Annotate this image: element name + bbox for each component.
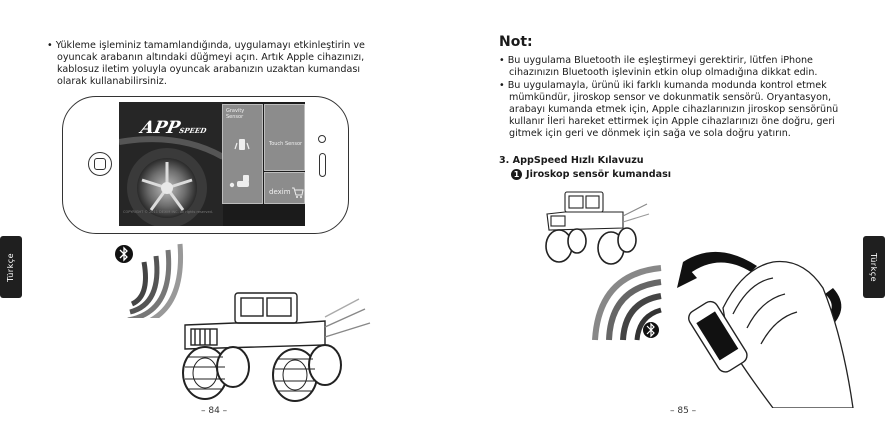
iphone-illustration: APPSPEED Gravity Sensor Touch Sensor dex… (62, 96, 349, 234)
shop-tile[interactable]: dexim (264, 172, 305, 204)
section-title: 3. AppSpeed Hızlı Kılavuzu (499, 155, 644, 166)
phone-in-hand-icon (688, 300, 748, 373)
note-bullet-modes: • Bu uygulamayla, ürünü iki farklı kuman… (499, 80, 839, 139)
app-screen: APPSPEED Gravity Sensor Touch Sensor dex… (119, 102, 305, 226)
language-tab: Türkçe (863, 236, 885, 298)
small-truck-illustration (545, 191, 650, 265)
subsection-title: 1 Jiroskop sensör kumandası (511, 169, 671, 180)
gravity-icon (229, 139, 250, 188)
step-number-badge: 1 (511, 169, 522, 180)
touch-sensor-tile[interactable]: Touch Sensor (264, 104, 305, 171)
camera-icon (318, 135, 326, 143)
page-number: – 84 – (201, 406, 228, 416)
instruction-bullet: • Yükleme işleminiz tamamlandığında, uyg… (47, 40, 365, 87)
copyright-text: COPYRIGHT © 2011 DEXIM INC. All rights r… (123, 210, 213, 214)
language-tab: Türkçe (0, 236, 22, 298)
left-page: Türkçe • Yükleme işleminiz tamamlandığın… (0, 0, 442, 442)
bluetooth-icon (643, 322, 659, 338)
monster-truck-illustration (182, 292, 371, 402)
bluetooth-icon (115, 245, 133, 263)
gravity-sensor-tile[interactable]: Gravity Sensor (222, 104, 263, 204)
note-heading: Not: (499, 34, 533, 50)
subsection-label: Jiroskop sensör kumandası (526, 169, 672, 180)
note-bullet-bluetooth: • Bu uygulama Bluetooth ile eşleştirmeyi… (499, 55, 818, 78)
touch-sensor-label: Touch Sensor (269, 141, 303, 147)
page-number: – 85 – (670, 406, 697, 416)
language-tab-label: Türkçe (6, 252, 16, 282)
cart-icon (292, 187, 304, 198)
wheel-artwork (119, 102, 223, 226)
rotate-arrow-icon (683, 251, 757, 274)
home-button-icon (88, 152, 112, 176)
bluetooth-signal-illustration (115, 243, 184, 318)
language-tab-label: Türkçe (869, 252, 879, 282)
gravity-sensor-label: Gravity Sensor (226, 108, 245, 120)
right-page: Türkçe Not: • Bu uygulama Bluetooth ile … (443, 0, 885, 442)
app-logo: APPSPEED (138, 118, 208, 138)
shop-label: dexim (269, 188, 291, 196)
hand-tilt-illustration (677, 251, 854, 408)
bluetooth-signal-illustration (592, 265, 662, 341)
speaker-icon (319, 153, 326, 177)
